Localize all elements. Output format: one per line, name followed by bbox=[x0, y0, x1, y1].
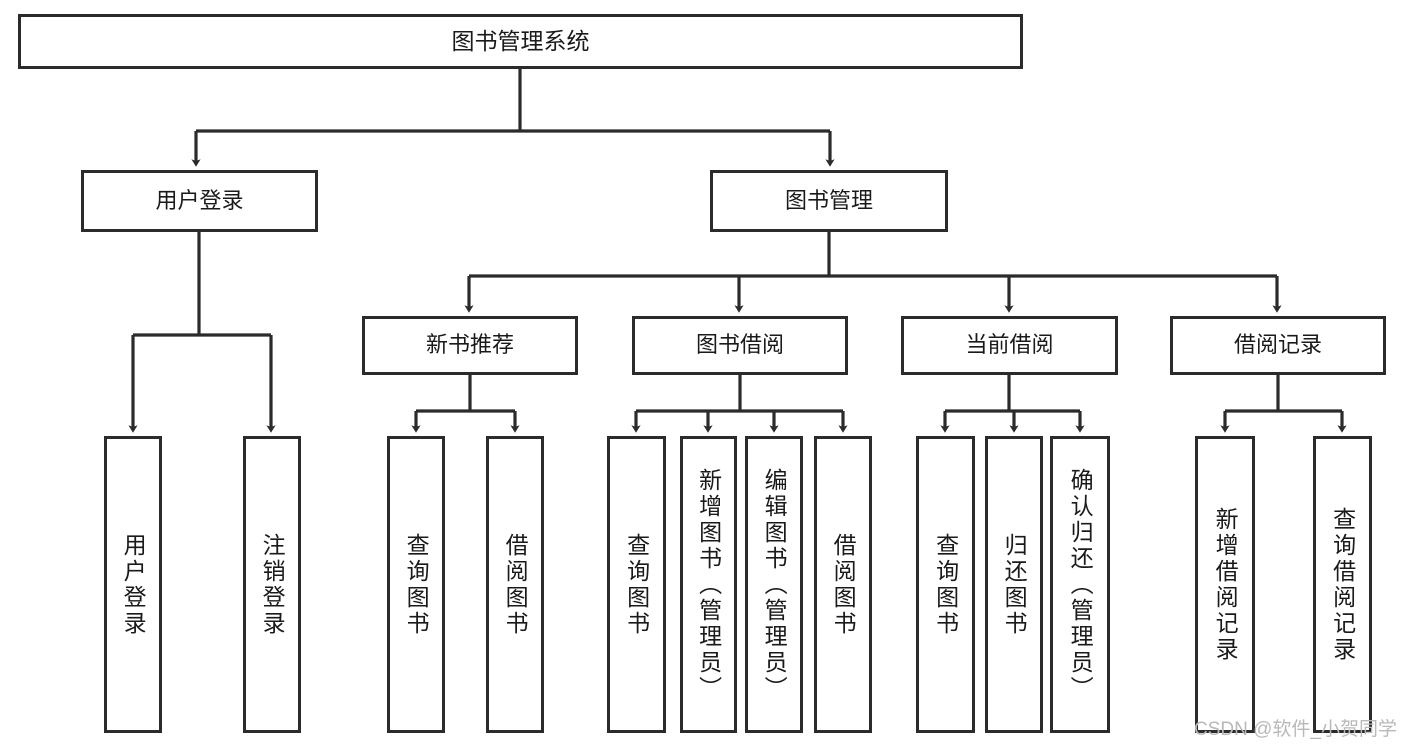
leaf-label: 借阅图书 bbox=[830, 532, 857, 637]
leaf-label: 新增图书（管理员） bbox=[695, 467, 722, 702]
node-label: 图书借阅 bbox=[695, 332, 784, 358]
watermark-text: CSDN @软件_小贺同学 bbox=[1194, 719, 1397, 740]
node-book-borrow[interactable]: 图书借阅 bbox=[632, 316, 848, 375]
leaf-label: 新增借阅记录 bbox=[1212, 506, 1239, 663]
node-book-management[interactable]: 图书管理 bbox=[710, 170, 948, 232]
node-user-login[interactable]: 用户登录 bbox=[81, 170, 318, 232]
node-label: 当前借阅 bbox=[965, 332, 1054, 358]
leaf-query-book-current[interactable]: 查询图书 bbox=[916, 436, 975, 733]
node-label: 借阅记录 bbox=[1233, 332, 1322, 358]
leaf-borrow-book-recommend[interactable]: 借阅图书 bbox=[486, 436, 544, 733]
leaf-borrow-book[interactable]: 借阅图书 bbox=[814, 436, 872, 733]
leaf-return-book[interactable]: 归还图书 bbox=[985, 436, 1043, 733]
leaf-add-borrow-record[interactable]: 新增借阅记录 bbox=[1195, 436, 1255, 733]
leaf-label: 借阅图书 bbox=[502, 532, 529, 637]
leaf-logout[interactable]: 注销登录 bbox=[243, 436, 301, 733]
leaf-label: 归还图书 bbox=[1001, 532, 1028, 637]
leaf-label: 编辑图书（管理员） bbox=[761, 467, 788, 702]
node-label: 用户登录 bbox=[155, 187, 244, 213]
leaf-confirm-return-admin[interactable]: 确认归还（管理员） bbox=[1050, 436, 1110, 733]
leaf-label: 注销登录 bbox=[259, 532, 286, 637]
node-label: 图书管理 bbox=[784, 187, 873, 213]
leaf-query-book-recommend[interactable]: 查询图书 bbox=[387, 436, 445, 733]
leaf-label: 查询图书 bbox=[932, 532, 959, 637]
leaf-label: 查询借阅记录 bbox=[1329, 506, 1356, 663]
node-new-book-recommend[interactable]: 新书推荐 bbox=[362, 316, 578, 375]
node-label: 新书推荐 bbox=[425, 332, 514, 358]
leaf-query-borrow-record[interactable]: 查询借阅记录 bbox=[1313, 436, 1372, 733]
leaf-user-login[interactable]: 用户登录 bbox=[104, 436, 162, 733]
node-borrow-record[interactable]: 借阅记录 bbox=[1170, 316, 1386, 375]
leaf-edit-book-admin[interactable]: 编辑图书（管理员） bbox=[745, 436, 803, 733]
leaf-add-book-admin[interactable]: 新增图书（管理员） bbox=[680, 436, 737, 733]
leaf-query-book-borrow[interactable]: 查询图书 bbox=[607, 436, 666, 733]
node-current-borrow[interactable]: 当前借阅 bbox=[901, 316, 1118, 375]
node-root-system[interactable]: 图书管理系统 bbox=[18, 14, 1023, 69]
node-label: 图书管理系统 bbox=[451, 27, 590, 54]
leaf-label: 查询图书 bbox=[623, 532, 650, 637]
leaf-label: 查询图书 bbox=[403, 532, 430, 637]
leaf-label: 用户登录 bbox=[120, 532, 147, 637]
leaf-label: 确认归还（管理员） bbox=[1067, 467, 1094, 702]
